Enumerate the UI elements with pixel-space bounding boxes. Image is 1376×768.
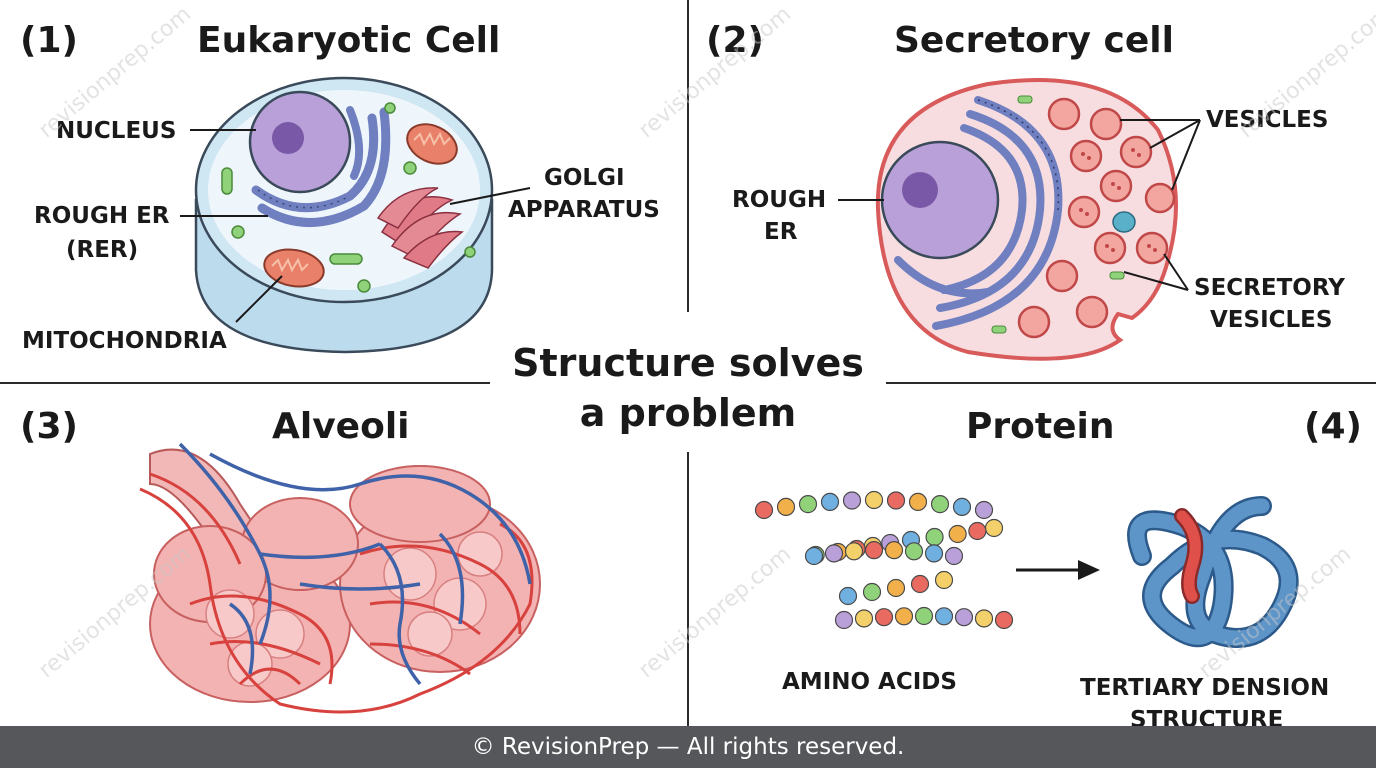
amino-acid-bead xyxy=(948,524,967,544)
amino-acid-bead xyxy=(934,607,954,626)
panel-2-number: (2) xyxy=(706,20,764,61)
center-heading: Structure solves a problem xyxy=(490,338,886,438)
amino-acid-bead xyxy=(886,578,906,598)
label-nucleus: NUCLEUS xyxy=(56,118,177,144)
amino-acid-bead xyxy=(930,495,950,514)
panel-2-title: Secretory cell xyxy=(894,20,1174,61)
horizontal-divider-right xyxy=(886,382,1376,384)
label-amino-acids: AMINO ACIDS xyxy=(782,669,957,695)
amino-acid-bead xyxy=(862,582,882,602)
label-rough: ROUGH xyxy=(732,187,827,213)
amino-acid-bead xyxy=(925,527,944,547)
label-secretory: SECRETORY xyxy=(1194,275,1345,301)
amino-acid-bead xyxy=(914,606,934,626)
amino-acid-bead xyxy=(934,570,954,590)
amino-acid-bead xyxy=(838,586,858,606)
label-rer: (RER) xyxy=(66,237,139,263)
amino-acid-bead xyxy=(864,541,884,560)
label-golgi: GOLGI xyxy=(544,165,625,191)
label-er: ER xyxy=(764,219,798,245)
label-apparatus: APPARATUS xyxy=(508,197,660,223)
panel-4-number: (4) xyxy=(1304,406,1362,447)
arrow-icon xyxy=(1016,560,1100,580)
label-vesicles: VESICLES xyxy=(1206,107,1329,133)
secretory-cell-illustration xyxy=(838,78,1201,361)
amino-acid-bead xyxy=(864,490,884,510)
amino-acid-bead xyxy=(844,542,864,561)
amino-acid-bead xyxy=(908,492,928,512)
center-heading-line-1: Structure solves xyxy=(512,341,864,385)
amino-acid-bead xyxy=(894,607,914,626)
amino-acid-bead xyxy=(874,608,894,627)
horizontal-divider-left xyxy=(0,382,492,384)
amino-acid-bead xyxy=(968,521,987,541)
amino-acid-bead xyxy=(984,518,1004,538)
panel-1-title: Eukaryotic Cell xyxy=(197,20,501,61)
amino-acid-bead xyxy=(974,609,994,628)
vertical-divider-bottom xyxy=(687,452,689,726)
amino-acid-bead xyxy=(974,500,994,520)
amino-acid-bead xyxy=(824,544,844,563)
amino-acid-bead xyxy=(910,574,930,594)
amino-acid-bead xyxy=(854,609,874,628)
center-heading-line-2: a problem xyxy=(579,391,797,435)
amino-acid-bead xyxy=(944,546,964,566)
amino-acid-bead xyxy=(994,610,1014,630)
label-tertiary-dension: TERTIARY DENSION xyxy=(1080,675,1330,701)
amino-acid-bead xyxy=(886,491,906,510)
vertical-divider-top xyxy=(687,0,689,312)
label-mitochondria: MITOCHONDRIA xyxy=(22,328,227,354)
panel-4-title: Protein xyxy=(966,406,1115,447)
amino-acid-bead xyxy=(776,497,796,517)
label-rough-er: ROUGH ER xyxy=(34,203,170,229)
amino-acid-bead xyxy=(954,608,974,627)
amino-acid-bead xyxy=(924,544,944,563)
amino-acid-bead xyxy=(952,497,972,517)
panel-1-number: (1) xyxy=(20,20,78,61)
amino-acid-chain xyxy=(754,490,1014,630)
amino-acid-bead xyxy=(904,542,924,561)
amino-acid-bead xyxy=(884,541,904,560)
amino-acid-bead xyxy=(834,610,854,630)
panel-3-number: (3) xyxy=(20,406,78,447)
amino-acid-bead xyxy=(804,546,824,566)
amino-acid-bead xyxy=(798,495,818,514)
tertiary-structure-illustration xyxy=(1127,496,1299,648)
panel-3-title: Alveoli xyxy=(272,406,410,447)
label-secretory-vesicles: VESICLES xyxy=(1210,307,1333,333)
amino-acid-bead xyxy=(820,492,840,512)
eukaryotic-cell-illustration xyxy=(180,76,531,354)
amino-acid-bead xyxy=(842,491,862,510)
alveoli-illustration xyxy=(139,442,541,714)
amino-acid-bead xyxy=(754,500,774,520)
copyright-footer: © RevisionPrep — All rights reserved. xyxy=(0,726,1376,768)
